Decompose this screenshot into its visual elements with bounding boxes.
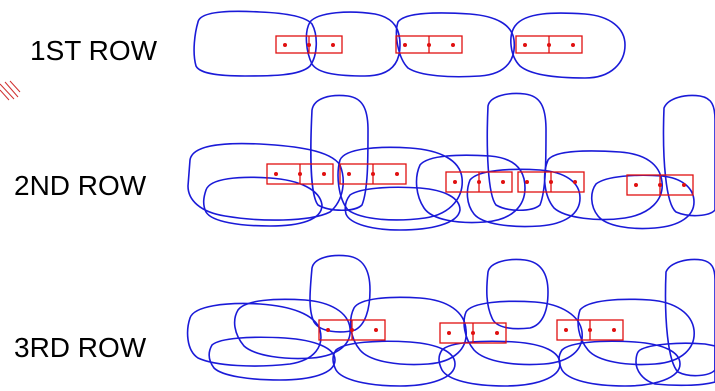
row-2-stone-upright-2 [487, 94, 546, 211]
row-2-stone-5 [417, 155, 525, 222]
row-3-pin-2 [440, 323, 506, 343]
row-1-pin-2 [396, 36, 462, 53]
row-1-stone-1 [194, 11, 316, 76]
row-label-2nd: 2ND ROW [14, 170, 147, 201]
row-3-stone-upright-3 [666, 260, 715, 376]
row-2-pin-5 [627, 175, 693, 195]
row-3-stone-2 [235, 299, 351, 358]
row-2-pin-3 [446, 172, 512, 192]
row-1-stone-4 [511, 13, 625, 78]
row-2-stones [188, 94, 715, 231]
row-2-pin-1 [267, 164, 333, 184]
row-1-stone-3 [396, 13, 514, 77]
row-label-1st: 1ST ROW [30, 35, 158, 66]
row-label-3rd: 3RD ROW [14, 332, 147, 363]
row-3-stones [188, 256, 715, 387]
row-3-stone-upright-2 [487, 260, 548, 329]
row-3-stone-3 [209, 337, 335, 380]
row-2-stone-1 [188, 144, 343, 221]
row-1-stones [194, 11, 625, 78]
row-2-stone-upright-3 [664, 96, 715, 216]
row-3-pin-3 [557, 320, 623, 340]
row-2-stone-7 [545, 151, 663, 220]
row-2-stone-4 [345, 187, 460, 230]
row-2-pin-2 [340, 164, 406, 184]
row-1-pin-1 [276, 36, 342, 53]
row-2-stone-8 [592, 175, 694, 228]
row-1-pin-3 [516, 36, 582, 53]
row-3-stone-6 [464, 301, 582, 364]
row-3-pin-1 [319, 320, 385, 340]
hatch-mark [0, 81, 20, 100]
row-3-stone-1 [188, 304, 321, 366]
row-1-stone-2 [306, 12, 400, 76]
row-2-pin-4 [518, 172, 584, 192]
